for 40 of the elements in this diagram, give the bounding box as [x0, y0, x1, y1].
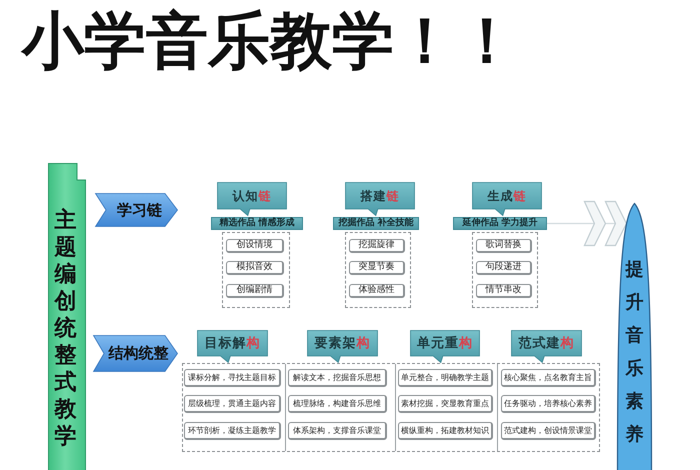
item-box: 创编剧情 [226, 284, 284, 298]
callout-box: 搭建链 [345, 182, 415, 216]
callout-box: 目标解构 [197, 330, 268, 363]
callout-box: 要素架构 [307, 330, 378, 363]
arrow-tag: 结构统整 [93, 335, 178, 372]
item-box: 挖掘旋律 [349, 239, 405, 253]
item-box: 歌词替换 [476, 239, 532, 253]
heading-strip: 挖掘作品 补全技能 [333, 217, 419, 230]
item-box: 梳理脉络，构建音乐思维 [288, 395, 387, 413]
item-box: 任务驱动，培养核心素养 [501, 395, 596, 413]
dashed-box [222, 232, 290, 308]
item-box: 创设情境 [226, 239, 284, 253]
item-box: 体系架构，支撑音乐课堂 [288, 422, 387, 440]
item-box: 核心聚焦，点名教育主旨 [501, 369, 596, 387]
callout-box: 认知链 [217, 182, 287, 216]
callout-box: 范式建构 [511, 330, 582, 363]
dashed-box [472, 232, 538, 308]
item-box: 模拟音效 [226, 261, 284, 275]
dashed-box [182, 363, 600, 452]
item-box: 突显节奏 [349, 261, 405, 275]
dashed-box [345, 232, 411, 308]
item-box: 体验感性 [349, 284, 405, 298]
arrow-tag: 学习链 [95, 193, 178, 227]
item-box: 句段递进 [476, 261, 532, 275]
item-box: 课标分解，寻找主题目标 [184, 369, 281, 387]
heading-strip: 延伸作品 学力提升 [453, 217, 547, 230]
item-box: 范式建构，创设情景课堂 [501, 422, 596, 440]
ellipse-banner: 提升音乐素养 [617, 203, 652, 470]
item-box: 素材挖掘，突显教育重点 [398, 395, 493, 413]
heading-strip: 精选作品 情感形成 [211, 217, 303, 230]
vertical-banner: 主题编创统整式教学 [48, 163, 86, 470]
callout-box: 单元重构 [410, 330, 480, 363]
item-box: 解读文本，挖掘音乐思想 [288, 369, 387, 387]
item-box: 层级梳理，贯通主题内容 [184, 395, 281, 413]
title: 小学音乐教学！！ [22, 10, 518, 72]
callout-box: 生成链 [472, 182, 542, 216]
item-box: 情节串改 [476, 284, 532, 298]
item-box: 单元整合，明确教学主题 [398, 369, 493, 387]
item-box: 横纵重构，拓建教材知识 [398, 422, 493, 440]
item-box: 环节剖析，凝练主题教学 [184, 422, 281, 440]
